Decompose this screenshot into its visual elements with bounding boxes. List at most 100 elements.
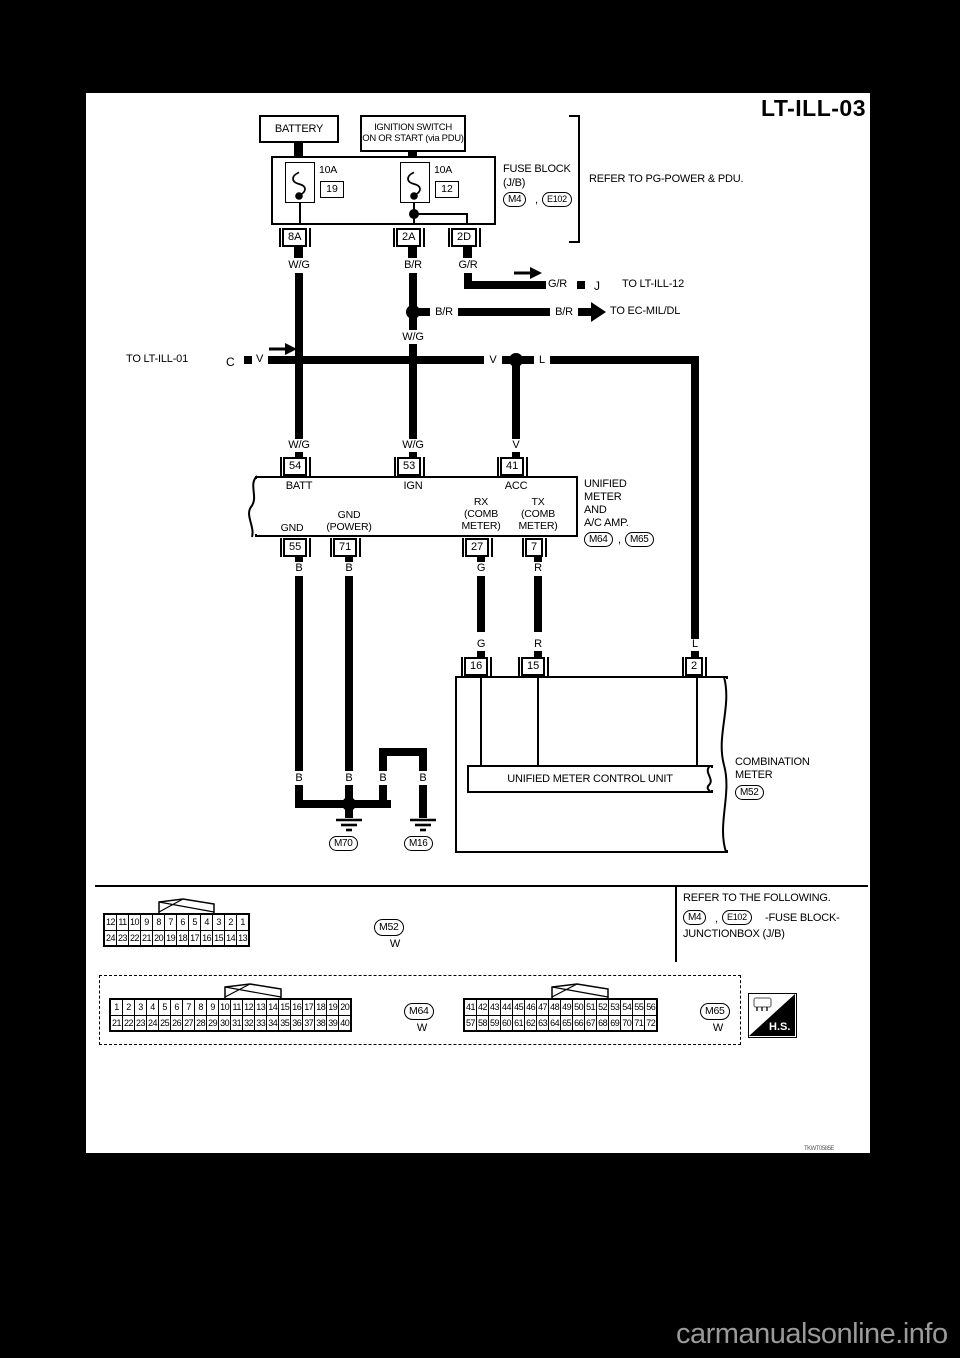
ignition-label-line2: ON OR START (via PDU) <box>362 133 464 144</box>
page-link-connector-c: C <box>212 346 242 381</box>
connector-pin-cell: 30 <box>218 1014 232 1032</box>
fuse19-out-line <box>299 203 301 225</box>
connector-pin-cell: 37 <box>302 1014 316 1032</box>
connector-pin-cell: 2 <box>224 913 238 931</box>
connector-pin-cell: 16 <box>200 929 214 947</box>
connector-pin-cell: 63 <box>536 1014 550 1032</box>
connector-pin-cell: 68 <box>596 1014 610 1032</box>
connector-pin-cell: 39 <box>326 1014 340 1032</box>
wire-v-acc <box>512 364 520 439</box>
connector-pin-cell: 62 <box>524 1014 538 1032</box>
connector-pin-cell: 58 <box>476 1014 490 1032</box>
wire-color-label: G <box>476 562 486 574</box>
connector-pin-cell: 50 <box>572 998 586 1016</box>
connector-pin-cell: 33 <box>254 1014 268 1032</box>
connector-ref-e102: E102 <box>722 910 752 925</box>
connector-pin-cell: 38 <box>314 1014 328 1032</box>
connector-ref-e102: E102 <box>542 192 572 207</box>
svg-text:J: J <box>594 279 600 293</box>
page-title: LT-ILL-03 <box>760 95 866 121</box>
svg-text:H.S.: H.S. <box>769 1021 790 1033</box>
connector-color: W <box>389 938 401 950</box>
connector-pin-cell: 19 <box>326 998 340 1016</box>
connector-ref-m4: M4 <box>683 910 707 925</box>
connector-pin-cell: 23 <box>116 929 130 947</box>
connector-pin-cell: 44 <box>500 998 514 1016</box>
connector-pin-cell: 1 <box>109 998 123 1016</box>
connector-pin-cell: 34 <box>266 1014 280 1032</box>
pin-15: 15 <box>516 657 550 676</box>
connector-pin-cell: 23 <box>134 1014 148 1032</box>
junction-dot-br <box>406 305 420 319</box>
connector-pin-cell: 40 <box>338 1014 352 1032</box>
connector-mark <box>244 356 252 364</box>
stub <box>691 651 699 657</box>
junction-dot-ground <box>342 797 356 811</box>
connector-pin-cell: 15 <box>278 998 292 1016</box>
ground-ref-m70: M70 <box>329 836 358 851</box>
connector-pin-cell: 22 <box>122 1014 136 1032</box>
connector-ref-m4: M4 <box>503 192 527 207</box>
link-ec-mil-dl: TO EC-MIL/DL <box>610 305 681 317</box>
connector-pin-cell: 4 <box>200 913 214 931</box>
connector-pin-cell: 19 <box>164 929 178 947</box>
comma: , <box>715 913 718 925</box>
connector-pin-cell: 25 <box>158 1014 172 1032</box>
pin-label-tx-3: METER) <box>518 520 558 532</box>
connector-tab <box>224 983 282 1004</box>
stub <box>512 452 520 458</box>
footer-refer-1: REFER TO THE FOLLOWING. <box>683 892 831 904</box>
wire-color-label: B <box>295 562 303 574</box>
ground-stub <box>345 808 353 818</box>
wire-color-label: G/R <box>458 259 478 271</box>
pin-16: 16 <box>459 657 493 676</box>
connector-tab <box>158 898 215 919</box>
unified-meter-block <box>255 476 578 537</box>
pin-label-gnd-power-2: (POWER) <box>326 521 372 533</box>
bridge-top <box>379 748 427 756</box>
connector-ref-m65-face: M65 <box>700 1003 730 1020</box>
connector-pin-cell: 64 <box>548 1014 562 1032</box>
hs-marker: H.S. <box>748 993 797 1038</box>
connector-pin-cell: 18 <box>314 998 328 1016</box>
connector-pin-cell: 5 <box>158 998 172 1016</box>
connector-pin-cell: 10 <box>218 998 232 1016</box>
connector-pin-cell: 21 <box>109 1014 123 1032</box>
wire-b-2 <box>345 576 353 808</box>
wire-color-label: B <box>292 771 306 785</box>
connector-pin-cell: 59 <box>488 1014 502 1032</box>
connector-pin-cell: 42 <box>476 998 490 1016</box>
connector-pin-cell: 4 <box>146 998 160 1016</box>
wire-color-label: L <box>692 638 698 650</box>
connector-pin-cell: 47 <box>536 998 550 1016</box>
fuse-19-rating: 10A <box>319 164 338 176</box>
flow-arrow-icon <box>514 266 542 284</box>
wire-l <box>691 356 699 639</box>
fuse-12-rating: 10A <box>434 164 453 176</box>
connector-pin-cell: 14 <box>224 929 238 947</box>
watermark: carmanualsonline.info <box>676 1318 948 1350</box>
connector-pin-cell: 3 <box>212 913 226 931</box>
stub <box>345 557 353 562</box>
svg-text:C: C <box>226 355 235 369</box>
fuse-12-number: 12 <box>435 181 459 198</box>
connector-pin-cell: 32 <box>242 1014 256 1032</box>
pin-label-ign: IGN <box>403 480 423 492</box>
connector-pin-cell: 46 <box>524 998 538 1016</box>
branch-line-h <box>413 213 468 215</box>
pin-27: 27 <box>460 538 494 557</box>
stub <box>534 557 542 562</box>
pin-label-gnd: GND <box>280 522 304 534</box>
wire-color-label: B/R <box>404 259 422 271</box>
flow-arrow-icon <box>269 342 297 360</box>
battery-box: BATTERY <box>259 115 339 143</box>
pin-label-rx-3: METER) <box>461 520 501 532</box>
wire-color-label: R <box>534 638 542 650</box>
pin-2: 2 <box>680 657 708 676</box>
meter-name-4: A/C AMP. <box>584 517 629 529</box>
ground-symbol <box>334 818 364 839</box>
connector-pin-cell: 16 <box>290 998 304 1016</box>
